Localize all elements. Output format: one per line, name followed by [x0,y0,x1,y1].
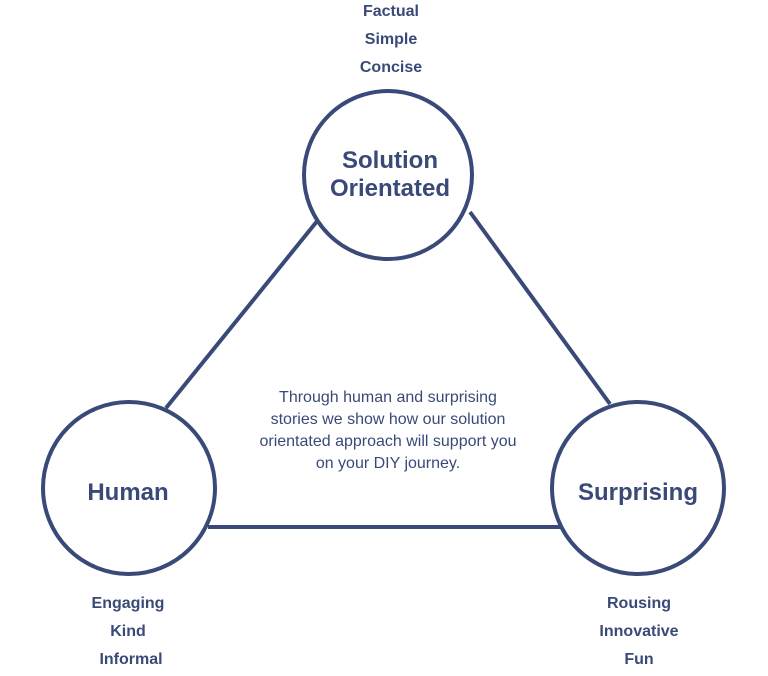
node-title-top-line-1: Solution [342,147,438,174]
center-description-line-4: on your DIY journey. [316,455,460,472]
trait-right-2: Innovative [599,623,678,640]
node-title-right: Surprising [578,479,698,506]
edge-top-left [164,218,320,410]
center-description-line-1: Through human and surprising [279,389,497,406]
center-description-line-2: stories we show how our solution [271,411,506,428]
trait-top-1: Factual [363,3,419,20]
center-description-line-3: orientated approach will support you [259,433,516,450]
edge-top-right [468,210,612,406]
node-title-left: Human [87,479,168,506]
node-circle-solution-orientated [302,89,474,261]
trait-right-1: Rousing [607,595,671,612]
trait-left-3: Informal [99,651,162,668]
node-circle-surprising [550,400,726,576]
trait-top-3: Concise [360,59,422,76]
trait-top-2: Simple [365,31,418,48]
trait-right-3: Fun [624,651,653,668]
node-circle-human [41,400,217,576]
trait-left-1: Engaging [92,595,165,612]
node-title-top-line-2: Orientated [330,175,450,202]
trait-left-2: Kind [110,623,146,640]
